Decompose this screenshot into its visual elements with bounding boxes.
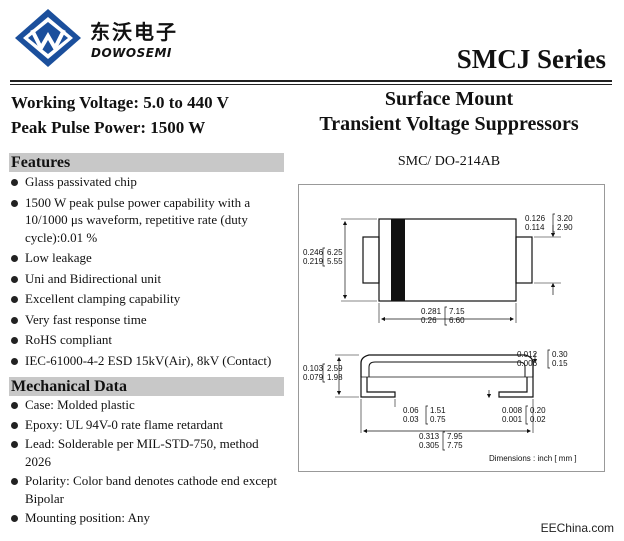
logo-chinese-name: 东沃电子: [90, 20, 178, 44]
dim-label: 0.281: [421, 307, 442, 316]
dim-label: 0.313: [419, 432, 440, 441]
key-specs: Working Voltage: 5.0 to 440 V Peak Pulse…: [11, 90, 229, 140]
dim-label: 0.305: [419, 441, 440, 450]
dim-label: 0.126: [525, 214, 546, 223]
mechanical-list: Case: Molded plastic Epoxy: UL 94V-0 rat…: [8, 396, 286, 527]
product-title-line1: Surface Mount: [384, 88, 514, 110]
features-heading: Features: [9, 153, 284, 172]
list-item: Case: Molded plastic: [8, 396, 286, 414]
list-item: 1500 W peak pulse power capability with …: [8, 194, 286, 247]
watermark: EEChina.com: [540, 521, 614, 535]
dim-label: 0.30: [552, 350, 568, 359]
list-item: Very fast response time: [8, 311, 286, 329]
list-item: Excellent clamping capability: [8, 290, 286, 308]
dim-label: 5.55: [327, 257, 343, 266]
dim-label: 6.60: [449, 316, 465, 325]
dimensions-note: Dimensions : inch [ mm ]: [489, 454, 577, 463]
list-item: Low leakage: [8, 249, 286, 267]
working-voltage: Working Voltage: 5.0 to 440 V: [11, 93, 229, 112]
dim-label: 7.15: [449, 307, 465, 316]
list-item: Lead: Solderable per MIL-STD-750, method…: [8, 435, 286, 470]
header-rule: [10, 80, 612, 85]
dim-label: 6.25: [327, 248, 343, 257]
dim-label: 1.51: [430, 406, 446, 415]
right-gull-lead: [498, 377, 534, 398]
dim-label: 2.90: [557, 223, 573, 232]
dim-label: 0.103: [303, 364, 324, 373]
dim-label: 0.26: [421, 316, 437, 325]
series-title: SMCJ Series: [456, 44, 606, 74]
list-item: Epoxy: UL 94V-0 rate flame retardant: [8, 416, 286, 434]
outline-svg: 0.246 0.219 6.25 5.55 0.126 0.114 3.20 2…: [303, 213, 577, 463]
package-outline-drawing: 0.246 0.219 6.25 5.55 0.126 0.114 3.20 2…: [298, 184, 605, 472]
features-list: Glass passivated chip 1500 W peak pulse …: [8, 173, 286, 369]
product-title: Surface Mount Transient Voltage Suppress…: [292, 87, 606, 137]
dim-label: 0.03: [403, 415, 419, 424]
dim-label: 2.59: [327, 364, 343, 373]
dowosemi-logo-icon: [15, 9, 81, 67]
list-item: RoHS compliant: [8, 331, 286, 349]
left-gull-lead: [360, 377, 396, 398]
dim-label: 0.20: [530, 406, 546, 415]
left-lead: [362, 236, 380, 284]
dim-label: 0.02: [530, 415, 546, 424]
cathode-band: [391, 219, 405, 301]
peak-pulse-power: Peak Pulse Power: 1500 W: [11, 118, 206, 137]
dim-label: 0.15: [552, 359, 568, 368]
side-body-inner: [368, 361, 526, 377]
dim-label: 0.06: [403, 406, 419, 415]
dim-label: 0.001: [502, 415, 523, 424]
dim-label: 0.008: [502, 406, 523, 415]
list-item: IEC-61000-4-2 ESD 15kV(Air), 8kV (Contac…: [8, 352, 286, 370]
dim-label: 0.114: [525, 223, 545, 232]
logo-english-name: DOWOSEMI: [91, 46, 172, 60]
dim-label: 7.95: [447, 432, 463, 441]
right-lead: [515, 236, 533, 284]
mechanical-heading: Mechanical Data: [9, 377, 284, 396]
package-name: SMC/ DO-214AB: [397, 154, 501, 169]
dim-label: 7.75: [447, 441, 463, 450]
company-logo: 东沃电子 DOWOSEMI: [14, 8, 214, 72]
dim-label: 0.079: [303, 373, 324, 382]
dim-label: 0.012: [517, 350, 538, 359]
list-item: Mounting position: Any: [8, 509, 286, 527]
dim-label: 0.246: [303, 248, 324, 257]
side-body-outline: [360, 354, 534, 377]
list-item: Glass passivated chip: [8, 173, 286, 191]
dim-label: 1.98: [327, 373, 343, 382]
dim-label: 0.219: [303, 257, 324, 266]
dim-label: 0.006: [517, 359, 538, 368]
list-item: Polarity: Color band denotes cathode end…: [8, 472, 286, 507]
dim-label: 0.75: [430, 415, 446, 424]
dim-label: 3.20: [557, 214, 573, 223]
list-item: Uni and Bidirectional unit: [8, 270, 286, 288]
product-title-line2: Transient Voltage Suppressors: [319, 113, 579, 135]
